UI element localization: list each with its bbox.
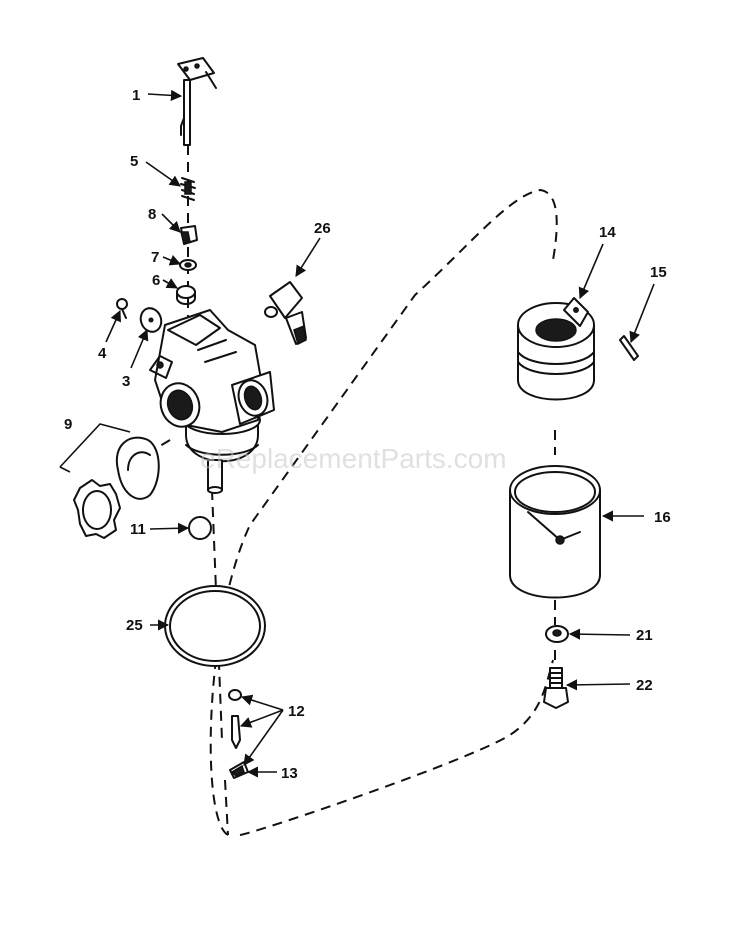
callout-3: 3 <box>122 373 130 390</box>
callout-16: 16 <box>654 509 671 526</box>
bowl-gasket-part <box>545 625 569 643</box>
bowl-nut-part <box>543 667 569 709</box>
float-part <box>517 297 595 401</box>
callout-1: 1 <box>132 87 140 104</box>
callout-15: 15 <box>650 264 667 281</box>
callout-25: 25 <box>126 617 143 634</box>
hinge-pin-part <box>619 335 639 361</box>
callout-26: 26 <box>314 220 331 237</box>
callout-12: 12 <box>288 703 305 720</box>
bracket-part <box>180 225 198 245</box>
float-ball-part <box>188 516 212 540</box>
float-bowl-part <box>509 465 601 599</box>
spring-part <box>180 177 196 201</box>
callout-22: 22 <box>636 677 653 694</box>
carburetor-body-part <box>149 309 275 494</box>
callout-8: 8 <box>148 206 156 223</box>
o-ring-part <box>164 585 266 667</box>
fitting-part <box>264 281 307 346</box>
callout-13: 13 <box>281 765 298 782</box>
callout-6: 6 <box>152 272 160 289</box>
callout-4: 4 <box>98 345 107 362</box>
callout-9: 9 <box>64 416 72 433</box>
screw-part <box>116 298 128 319</box>
callout-21: 21 <box>636 627 653 644</box>
bushing-part <box>176 285 196 305</box>
watermark: eReplacementParts.com <box>200 443 507 474</box>
throttle-plate-part <box>139 307 163 333</box>
leader-lines <box>59 89 655 778</box>
callout-11: 11 <box>130 521 146 538</box>
throttle-shaft-part <box>177 57 217 146</box>
needle-valve-part <box>228 689 242 749</box>
diaphragm-part <box>73 436 160 539</box>
callout-14: 14 <box>599 224 616 241</box>
callout-5: 5 <box>130 153 138 170</box>
callout-7: 7 <box>151 249 159 266</box>
seal-part <box>179 259 197 271</box>
